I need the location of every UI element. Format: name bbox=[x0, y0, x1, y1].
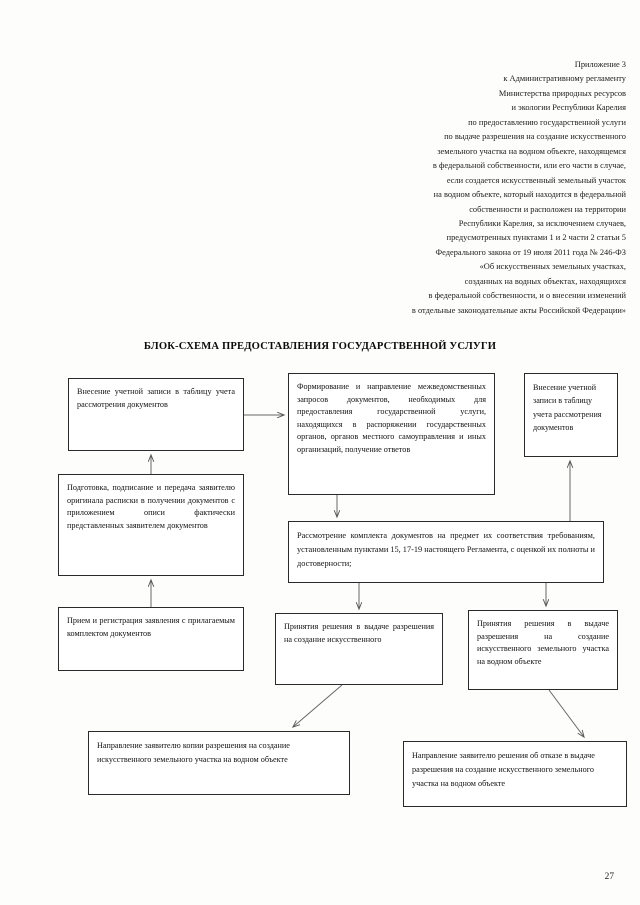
flow-node-document-review[interactable]: Рассмотрение комплекта документов на пре… bbox=[288, 521, 604, 583]
flow-node-decision-issue-permit[interactable]: Принятия решения в выдаче разрешения на … bbox=[275, 613, 443, 685]
header-line-18: в отдельные законодательные акты Российс… bbox=[411, 305, 626, 315]
header-line-9: если создается искусственный земельный у… bbox=[446, 175, 626, 185]
flow-node-send-permit-copy[interactable]: Направление заявителю копии разрешения н… bbox=[88, 731, 350, 795]
header-line-7: земельного участка на водном объекте, на… bbox=[437, 146, 626, 156]
flow-node-send-refusal-decision-label: Направление заявителю решения об отказе … bbox=[412, 751, 595, 788]
flow-node-interagency-requests[interactable]: Формирование и направление межведомствен… bbox=[288, 373, 495, 495]
flow-node-receipt-preparation-label: Подготовка, подписание и передача заявит… bbox=[67, 483, 235, 530]
header-line-2: к Административному регламенту bbox=[503, 74, 626, 84]
header-line-3: Министерства природных ресурсов bbox=[498, 88, 626, 98]
flow-node-acceptance-registration-label: Прием и регистрация заявления с прилагае… bbox=[67, 616, 235, 638]
header-line-8: в федеральной собственности, или его час… bbox=[432, 161, 626, 171]
page-title: БЛОК-СХЕМА ПРЕДОСТАВЛЕНИЯ ГОСУДАРСТВЕННО… bbox=[143, 341, 497, 352]
flow-node-decision-issue-permit-label: Принятия решения в выдаче разрешения на … bbox=[284, 622, 434, 644]
header-line-12: Республики Карелия, за исключением случа… bbox=[458, 218, 626, 228]
flow-node-document-review-label: Рассмотрение комплекта документов на пре… bbox=[297, 531, 595, 568]
flow-node-decision-issue-permit-water-object-label: Принятия решения в выдаче разрешения на … bbox=[477, 619, 609, 666]
flow-node-entry-right-label: Внесение учетной записи в таблицу учета … bbox=[533, 383, 602, 433]
header-line-6: по выдаче разрешения на создание искусст… bbox=[444, 132, 626, 142]
header-line-10: на водном объекте, который находится в ф… bbox=[433, 190, 626, 200]
flow-node-decision-issue-permit-water-object[interactable]: Принятия решения в выдаче разрешения на … bbox=[468, 610, 618, 690]
flow-node-receipt-preparation[interactable]: Подготовка, подписание и передача заявит… bbox=[58, 474, 244, 576]
flow-node-send-refusal-decision[interactable]: Направление заявителю решения об отказе … bbox=[403, 741, 627, 807]
header-line-1: Приложение 3 bbox=[574, 60, 626, 69]
header-line-15: «Об искусственных земельных участках, bbox=[479, 262, 626, 272]
header-line-14: Федерального закона от 19 июля 2011 года… bbox=[435, 247, 626, 257]
header-line-5: по предоставлению государственной услуги bbox=[468, 117, 626, 127]
header-line-11: собственности и расположен на территории bbox=[469, 204, 626, 214]
arrow-decision-object-to-send-refusal bbox=[548, 689, 584, 737]
header-line-16: созданных на водных объектах, находящихс… bbox=[464, 276, 626, 286]
page-number: 27 bbox=[604, 872, 614, 882]
flow-node-interagency-requests-label: Формирование и направление межведомствен… bbox=[297, 382, 486, 454]
flow-node-send-permit-copy-label: Направление заявителю копии разрешения н… bbox=[97, 741, 290, 764]
arrow-decision-issue-to-send-copy bbox=[293, 684, 343, 727]
header-line-4: и экологии Республики Карелия bbox=[511, 103, 626, 113]
flow-node-acceptance-registration[interactable]: Прием и регистрация заявления с прилагае… bbox=[58, 607, 244, 671]
flow-node-entry-left-label: Внесение учетной записи в таблицу учета … bbox=[77, 387, 235, 409]
flow-node-entry-left[interactable]: Внесение учетной записи в таблицу учета … bbox=[68, 378, 244, 451]
flow-node-entry-right[interactable]: Внесение учетной записи в таблицу учета … bbox=[524, 373, 618, 457]
header-line-13: предусмотренных пунктами 1 и 2 части 2 с… bbox=[446, 233, 626, 243]
appendix-reference-header: Приложение 3 к Административному регламе… bbox=[300, 58, 626, 318]
header-line-17: в федеральной собственности, и о внесени… bbox=[428, 291, 626, 301]
